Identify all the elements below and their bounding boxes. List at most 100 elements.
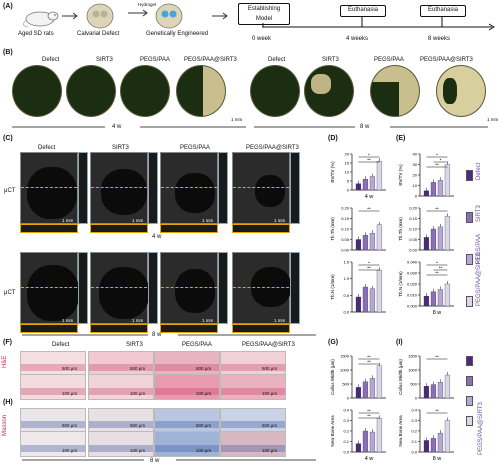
histology-image [220,374,286,400]
scale-uct: 1 mm [62,318,74,323]
scale-histology: 100 μm [262,448,278,453]
panel-label-b: (B) [3,49,13,56]
y-tick-label: 0.040 [407,260,418,265]
bar [423,237,430,251]
uct-image [232,152,290,224]
y-axis-label: BV/TV (%) [330,161,335,183]
b-group-defect-4w: Defect [42,57,60,63]
y-tick-label: 1500 [340,354,350,359]
tissue-band [89,388,153,396]
tissue-band [21,445,85,453]
uct-side-view [290,252,300,324]
c-group-pegs: PEGS/PAA [180,145,210,151]
bar [355,443,362,453]
uct-side-view [78,152,88,224]
y-axis-label: New Bone Area [330,415,335,447]
y-tick-label: 0 [415,194,418,199]
y-tick-label: 15 [345,161,350,166]
y-tick-label: 0 [415,396,418,401]
y-tick-label: 0.010 [407,293,418,298]
y-tick-label: 10 [345,170,350,175]
time-0: 0 week [252,36,272,42]
histology-image [154,408,220,432]
y-tick-label: 0.3 [411,418,417,423]
panel-label-a: (A) [3,3,13,10]
y-tick-label: 0.20 [409,206,418,211]
defect-label: Calvarial Defect [77,31,120,37]
uct-bottom-view [232,224,290,233]
uct-bottom-view [232,324,290,333]
x-axis-label: 8 w [433,456,442,462]
y-tick-label: 0 [347,396,350,401]
uct-bottom-view [20,324,78,333]
y-tick-label: 30 [413,162,418,167]
center-line [161,187,217,188]
bar [355,387,362,399]
scale-histology: 100 μm [62,448,78,453]
y-tick-label: 0.000 [407,304,418,309]
photo-sirt3-8w [304,65,354,117]
sig-label: ** [367,360,371,365]
bar [430,228,437,251]
scale-uct: 1 mm [132,218,144,223]
uct-side-view [78,252,88,324]
scale-histology: 500 μm [262,366,278,371]
histology-image [88,351,154,375]
tissue-band [221,445,285,453]
scale-uct: 1 mm [274,318,286,323]
scale-histology: 500 μm [62,366,78,371]
uct-side-view [290,152,300,224]
scale-uct: 1 mm [274,218,286,223]
center-line [233,287,289,288]
y-tick-label: 0.020 [407,282,418,287]
bar [369,378,376,399]
sig-label: * [436,153,438,158]
defect-region [175,173,215,213]
arrow-icon [62,12,78,20]
uct-side-view [148,152,158,224]
center-line [233,187,289,188]
y-tick-label: 0.15 [341,216,350,221]
rat-label: Aged SD rats [18,31,54,37]
time-4: 4 weeks [346,36,369,42]
bar [369,233,376,251]
y-tick-label: 1.0 [343,276,349,281]
y-tick-label: 10 [413,183,418,188]
defect-region [175,269,215,313]
y-axis-label: Callus Width (μm) [398,359,403,395]
y-tick-label: 1.5 [343,260,349,265]
sig-label: * [436,261,438,266]
tissue-band [21,364,85,371]
bar [355,239,362,251]
legend-swatch [466,376,473,386]
histology-image [154,374,220,400]
bar [444,283,451,307]
uct-image [160,152,218,224]
x-axis-label: 4 w [365,456,374,462]
panel-label-h: (H) [3,399,13,406]
bar [376,365,383,399]
bar [437,382,444,399]
bar [430,384,437,399]
photo-defect-8w [250,65,300,117]
defect-region [27,265,79,321]
scale-histology: 500 μm [196,366,212,371]
photo-pegssirt3-4w [176,65,226,117]
y-tick-label: 0.2 [411,429,417,434]
y-tick-label: 0.05 [341,237,350,242]
histology-image [20,408,86,432]
scale-uct: 1 mm [62,218,74,223]
sig-label: ** [367,355,371,360]
b-time-8w: 8 w [360,124,370,130]
photo-sirt3-4w [66,65,116,117]
scale-uct: 1 mm [132,318,144,323]
bar [430,182,437,197]
y-axis-label: Tb.Th (mm) [330,217,335,241]
f-group-sirt3: SIRT3 [126,342,143,348]
bar [362,235,369,251]
center-line [21,287,77,288]
legend-swatch [466,170,473,181]
y-axis-label: Tb.N (1/mm) [330,274,335,300]
